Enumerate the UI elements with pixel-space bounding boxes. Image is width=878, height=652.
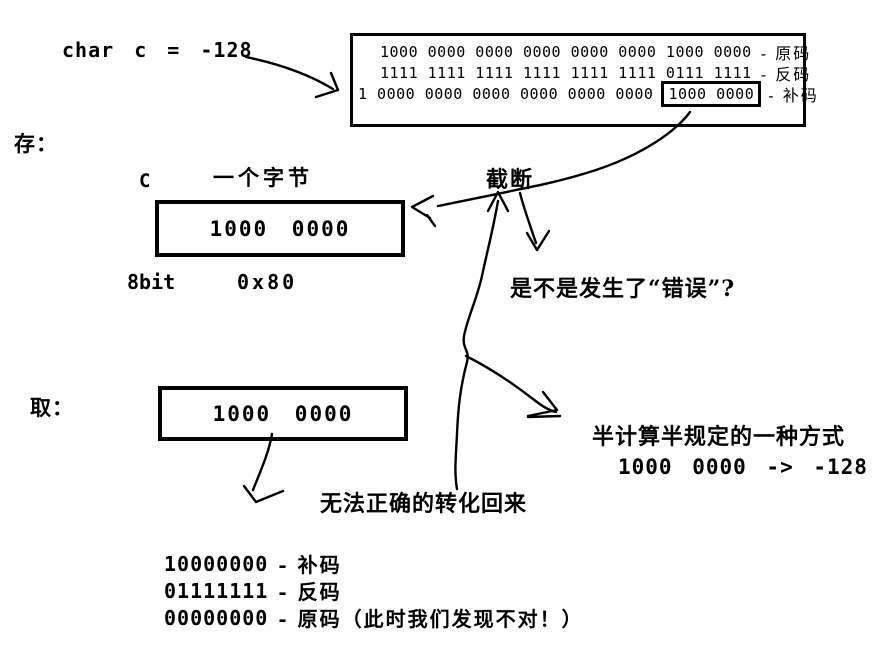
bits-fanma: 1111 1111 1111 1111 1111 1111 0111 1111 bbox=[380, 63, 752, 82]
truncation-source-line bbox=[454, 190, 510, 491]
bits-buma-prefix: 1 0000 0000 0000 0000 0000 0000 bbox=[358, 84, 654, 103]
truncation-label: 截断 bbox=[486, 167, 535, 193]
store-section-label: 存： bbox=[14, 131, 58, 156]
bit-width-label: 8bit bbox=[127, 270, 176, 294]
fetch-byte-box: 1000 0000 bbox=[158, 386, 408, 441]
reverse-step-fanma: 01111111 - 反码 bbox=[164, 577, 584, 605]
conversion-table-box: 1000 0000 0000 0000 0000 0000 1000 0000 … bbox=[350, 33, 817, 127]
arrow-to-convention-note bbox=[464, 354, 562, 419]
bits-yuanma: 1000 0000 0000 0000 0000 0000 1000 0000 bbox=[380, 42, 752, 61]
label-buma: - 补码 bbox=[768, 85, 819, 105]
reverse-steps-block: 10000000 - 补码 01111111 - 反码 00000000 - 原… bbox=[164, 550, 584, 632]
arrow-down-to-error-question bbox=[518, 191, 551, 252]
conversion-row-yuanma: 1000 0000 0000 0000 0000 0000 1000 0000 … bbox=[353, 41, 809, 63]
conversion-row-buma: 1 0000 0000 0000 0000 0000 0000 1000 000… bbox=[353, 80, 817, 107]
label-fanma: - 反码 bbox=[760, 64, 812, 84]
fetch-section-label: 取： bbox=[30, 395, 74, 420]
conversion-row-fanma: 1111 1111 1111 1111 1111 1111 0111 1111 … bbox=[353, 62, 809, 84]
variable-c-label: C bbox=[139, 170, 151, 192]
convention-note-line1: 半计算半规定的一种方式 bbox=[592, 424, 846, 450]
reverse-bits-fanma: 01111111 bbox=[164, 578, 269, 603]
reverse-label-buma: - 补码 bbox=[278, 553, 342, 577]
reverse-step-buma: 10000000 - 补码 bbox=[164, 550, 584, 578]
reverse-step-yuanma: 00000000 - 原码（此时我们发现不对！） bbox=[164, 604, 584, 632]
store-byte-box: 1000 0000 bbox=[155, 200, 405, 257]
reverse-label-yuanma: - 原码（此时我们发现不对！） bbox=[278, 607, 584, 631]
convention-note-line2: 1000 0000 -> -128 bbox=[618, 455, 868, 479]
hex-value-label: 0x80 bbox=[237, 270, 298, 294]
reverse-bits-yuanma: 00000000 bbox=[164, 605, 269, 630]
error-question: 是不是发生了“错误”? bbox=[510, 276, 736, 302]
arrow-declaration-to-conversion bbox=[244, 55, 340, 99]
cannot-convert-note: 无法正确的转化回来 bbox=[320, 491, 528, 517]
fetch-byte-value: 1000 0000 bbox=[212, 401, 354, 426]
label-yuanma: - 原码 bbox=[760, 43, 812, 63]
reverse-bits-buma: 10000000 bbox=[164, 551, 269, 576]
arrow-truncate-to-store-box bbox=[410, 110, 692, 228]
store-byte-value: 1000 0000 bbox=[209, 216, 351, 241]
one-byte-label: 一个字节 bbox=[213, 165, 313, 190]
truncated-byte-highlight-box: 1000 0000 bbox=[661, 80, 762, 107]
arrow-fetch-box-down bbox=[242, 432, 285, 504]
char-declaration: char c = -128 bbox=[62, 38, 253, 62]
reverse-label-fanma: - 反码 bbox=[278, 580, 342, 604]
